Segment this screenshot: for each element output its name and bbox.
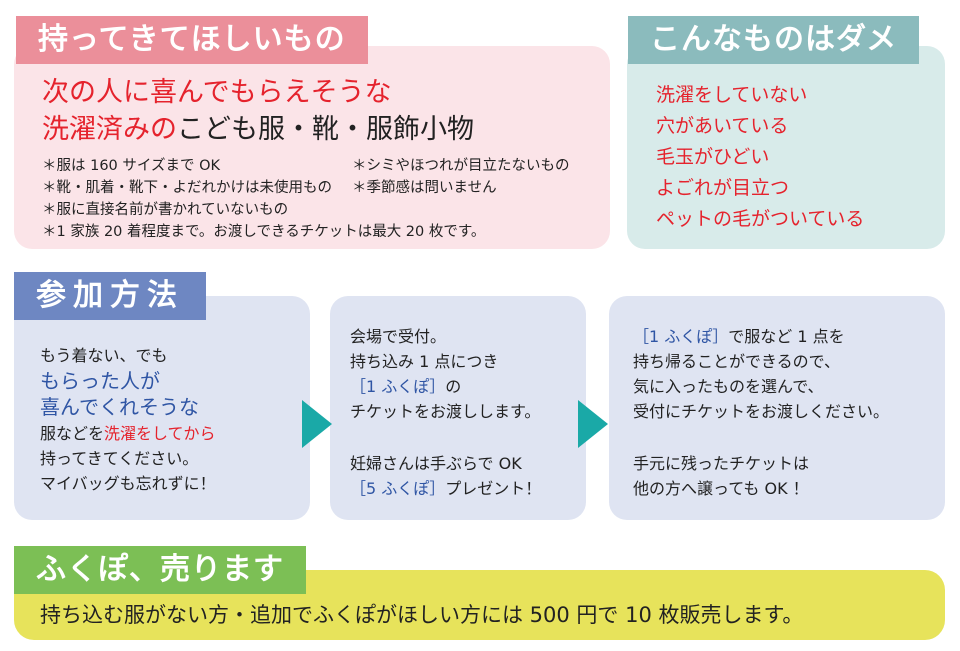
step1-line4-text: 服などを xyxy=(40,424,105,443)
ticket-sale-tab: ふくぽ、売ります xyxy=(14,546,306,594)
ticket-sale-text: 持ち込む服がない方・追加でふくぽがほしい方には 500 円で 10 枚販売します… xyxy=(40,603,804,627)
bring-headline-laundered: 洗濯済みの xyxy=(42,114,177,145)
step1-wash-text: 洗濯をしてから xyxy=(104,424,216,443)
ticket-1-label: ［1 ふくぽ］ xyxy=(350,377,446,396)
step2-line4: チケットをお渡しします。 xyxy=(350,402,541,421)
step3-line6: 他の方へ譲っても OK ！ xyxy=(633,479,809,498)
list-item: よごれが目立つ xyxy=(656,177,790,199)
step2-line2: 持ち込み 1 点につき xyxy=(350,352,499,371)
list-item: 洗濯をしていない xyxy=(656,84,808,106)
step3-line3: 気に入ったものを選んで、 xyxy=(633,377,824,396)
step3-line1: ［1 ふくぽ］で服など 1 点を xyxy=(633,324,845,349)
not-accepted-tab: こんなものはダメ xyxy=(628,16,920,64)
step-2-card xyxy=(330,296,586,520)
step-3-card xyxy=(609,296,945,520)
bring-headline-line1: 次の人に喜んでもらえそうな xyxy=(42,77,392,108)
not-accepted-list: 洗濯をしていない 穴があいている 毛玉がひどい よごれが目立つ ペットの毛がつい… xyxy=(656,80,864,235)
note-unused: ＊靴・肌着・靴下・よだれかけは未使用もの xyxy=(42,180,332,196)
list-item: ペットの毛がついている xyxy=(656,208,865,230)
note-season: ＊季節感は問いません xyxy=(352,180,497,196)
step1-line6: マイバッグも忘れずに！ xyxy=(40,474,216,493)
step2-line6: ［5 ふくぽ］プレゼント！ xyxy=(350,476,541,501)
step3-line4: 受付にチケットをお渡しください。 xyxy=(633,402,890,421)
step2-line3: ［1 ふくぽ］の xyxy=(350,374,461,399)
how-to-tab: 参加方法 xyxy=(14,272,206,320)
arrow-right-icon xyxy=(302,400,332,448)
step1-line3: 喜んでくれそうな xyxy=(40,395,199,419)
step3-line2: 持ち帰ることができるので、 xyxy=(633,352,841,371)
bring-items-panel xyxy=(14,46,610,249)
step2-line6-rest: プレゼント！ xyxy=(445,479,542,498)
step1-line1: もう着ない、でも xyxy=(40,346,168,365)
step3-line5: 手元に残ったチケットは xyxy=(633,454,810,473)
note-limit: ＊1 家族 20 着程度まで。お渡しできるチケットは最大 20 枚です。 xyxy=(42,224,486,240)
step1-line2: もらった人が xyxy=(40,369,160,393)
step2-line3-rest: の xyxy=(445,377,462,396)
step1-line5: 持ってきてください。 xyxy=(40,449,199,468)
step-1-card xyxy=(14,296,310,520)
ticket-5-label: ［5 ふくぽ］ xyxy=(350,479,446,498)
step3-line1-rest: で服など 1 点を xyxy=(728,327,845,346)
step2-line1: 会場で受付。 xyxy=(350,327,447,346)
list-item: 毛玉がひどい xyxy=(656,146,770,168)
bring-headline-line2: 洗濯済みのこども服・靴・服飾小物 xyxy=(42,113,474,147)
ticket-1-label: ［1 ふくぽ］ xyxy=(633,327,729,346)
step1-line4: 服などを洗濯をしてから xyxy=(40,421,216,446)
note-no-name: ＊服に直接名前が書かれていないもの xyxy=(42,202,289,218)
bring-headline-items: こども服・靴・服飾小物 xyxy=(177,114,474,145)
not-accepted-panel xyxy=(627,46,945,249)
note-size: ＊服は 160 サイズまで OK xyxy=(42,158,220,174)
note-stains: ＊シミやほつれが目立たないもの xyxy=(352,158,570,174)
step2-line5: 妊婦さんは手ぶらで OK xyxy=(350,454,522,473)
bring-items-tab: 持ってきてほしいもの xyxy=(16,16,368,64)
list-item: 穴があいている xyxy=(656,115,789,137)
arrow-right-icon xyxy=(578,400,608,448)
